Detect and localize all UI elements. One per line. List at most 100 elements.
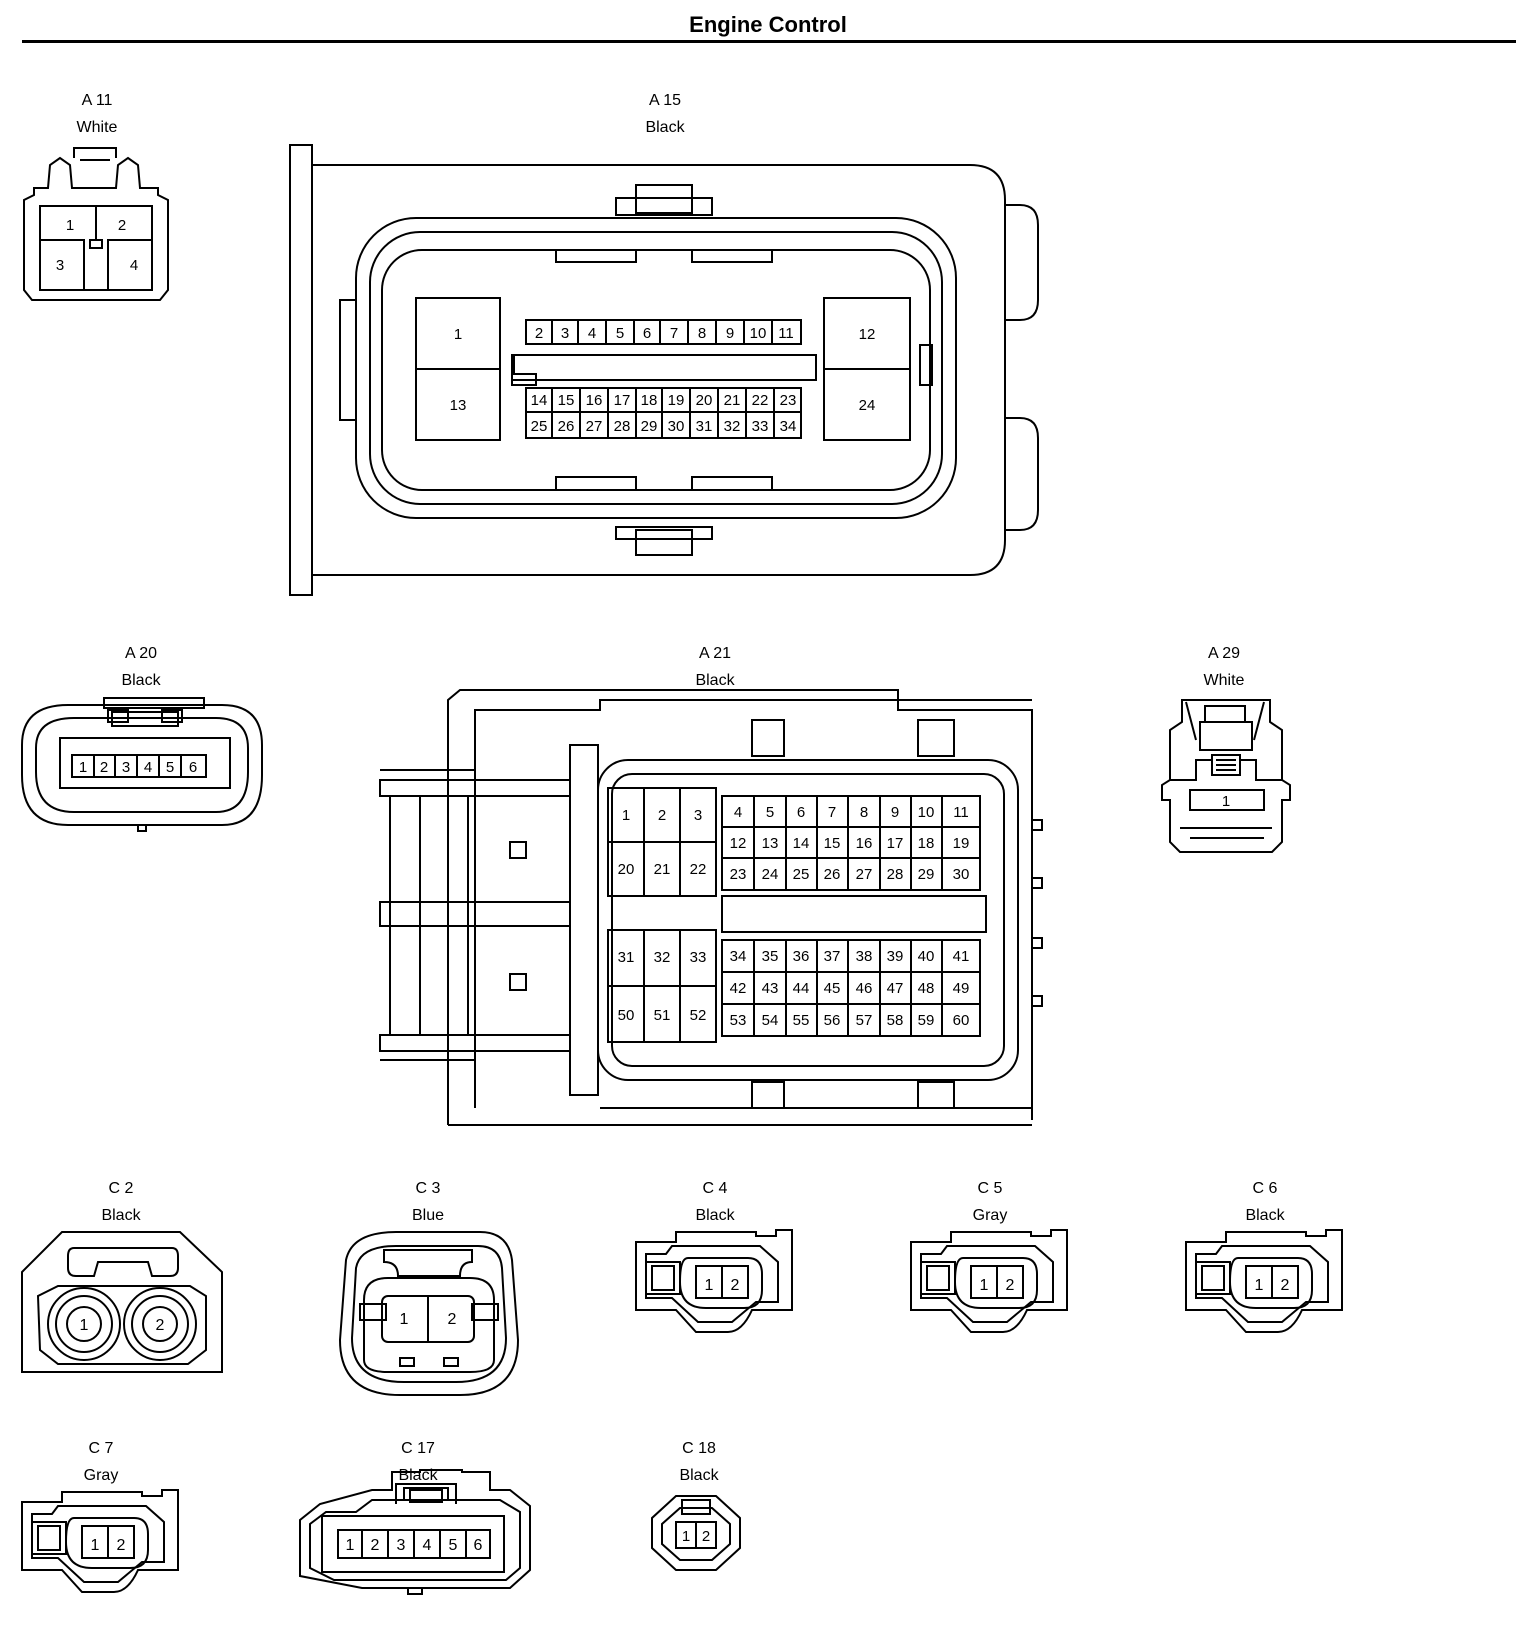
connector-id: C 7 [88,1440,114,1457]
connector-a20 [21,697,263,832]
pin: 42 [730,980,747,997]
pin: 4 [734,804,742,821]
pin: 1 [980,1277,989,1294]
pin: 29 [918,866,935,883]
pins-a15: 1 2 3 4 5 6 7 8 9 10 11 12 13 14 15 16 1… [450,325,876,435]
pin: 23 [730,866,747,883]
pin: 1 [705,1277,714,1294]
connector-color: White [1203,672,1245,689]
pin: 36 [793,948,810,965]
pin: 15 [824,835,841,852]
pin: 5 [616,325,624,342]
connector-a11 [23,147,169,301]
pin: 53 [730,1012,747,1029]
pin: 1 [454,326,462,343]
pins-c6: 1 2 [1255,1277,1290,1294]
pin: 9 [726,325,734,342]
pin: 27 [586,418,603,435]
pin: 1 [400,1311,409,1328]
pin: 49 [953,980,970,997]
pin: 6 [474,1537,483,1554]
pin: 43 [762,980,779,997]
connector-id: C 18 [682,1440,716,1457]
pin: 46 [856,980,873,997]
pin: 35 [762,948,779,965]
pin: 13 [762,835,779,852]
connector-c18 [651,1495,741,1571]
connector-id: C 4 [702,1180,728,1197]
pin: 51 [654,1007,671,1024]
pin: 14 [531,392,548,409]
pin: 57 [856,1012,873,1029]
pin: 24 [859,397,876,414]
pin: 3 [694,807,702,824]
pin: 28 [887,866,904,883]
pin: 55 [793,1012,810,1029]
pin: 5 [449,1537,458,1554]
pin: 2 [156,1317,165,1334]
pin: 1 [346,1537,355,1554]
connector-label-a11: A 11 White [0,92,197,137]
pin: 32 [724,418,741,435]
connector-id: A 11 [81,92,113,109]
connector-a29 [1161,699,1291,853]
pin: 3 [122,759,130,776]
pin: 15 [558,392,575,409]
pin: 3 [56,257,64,274]
pin: 16 [586,392,603,409]
pin: 59 [918,1012,935,1029]
connector-color: Black [645,119,685,136]
pin: 4 [588,325,596,342]
pin: 50 [618,1007,635,1024]
pin: 33 [752,418,769,435]
pin: 2 [118,217,126,234]
pin: 22 [752,392,769,409]
pins-c4: 1 2 [705,1277,740,1294]
pin: 2 [535,325,543,342]
pin: 12 [859,326,876,343]
pin: 1 [91,1537,100,1554]
connector-c2 [21,1231,223,1373]
pin: 18 [641,392,658,409]
pin: 23 [780,392,797,409]
pin: 18 [918,835,935,852]
pin: 29 [641,418,658,435]
pin: 47 [887,980,904,997]
connector-color: Gray [83,1467,119,1484]
pin: 26 [824,866,841,883]
connector-color: White [76,119,118,136]
pin: 16 [856,835,873,852]
pin: 3 [397,1537,406,1554]
pin: 12 [730,835,747,852]
pin: 10 [918,804,935,821]
connector-label-a15: A 15 Black [565,92,765,137]
pins-c3: 1 2 [400,1311,457,1328]
pin: 22 [690,861,707,878]
pin: 2 [658,807,666,824]
pin: 8 [860,804,868,821]
pin: 2 [100,759,108,776]
pin: 60 [953,1012,970,1029]
pin: 21 [724,392,741,409]
pin: 28 [614,418,631,435]
pin: 17 [887,835,904,852]
connector-id: A 15 [648,92,682,109]
pin: 52 [690,1007,707,1024]
connector-color: Black [101,1207,141,1224]
pin: 20 [696,392,713,409]
pin: 5 [166,759,174,776]
pin: 31 [618,949,635,966]
pin: 37 [824,948,841,965]
pin: 27 [856,866,873,883]
pin: 1 [622,807,630,824]
connector-a15 [289,144,1039,596]
connector-c4 [635,1229,793,1333]
pins-a29: 1 [1222,793,1230,810]
pin: 14 [793,835,810,852]
connector-label-c7: C 7 Gray [1,1440,201,1485]
pins-c5: 1 2 [980,1277,1015,1294]
pin: 41 [953,948,970,965]
